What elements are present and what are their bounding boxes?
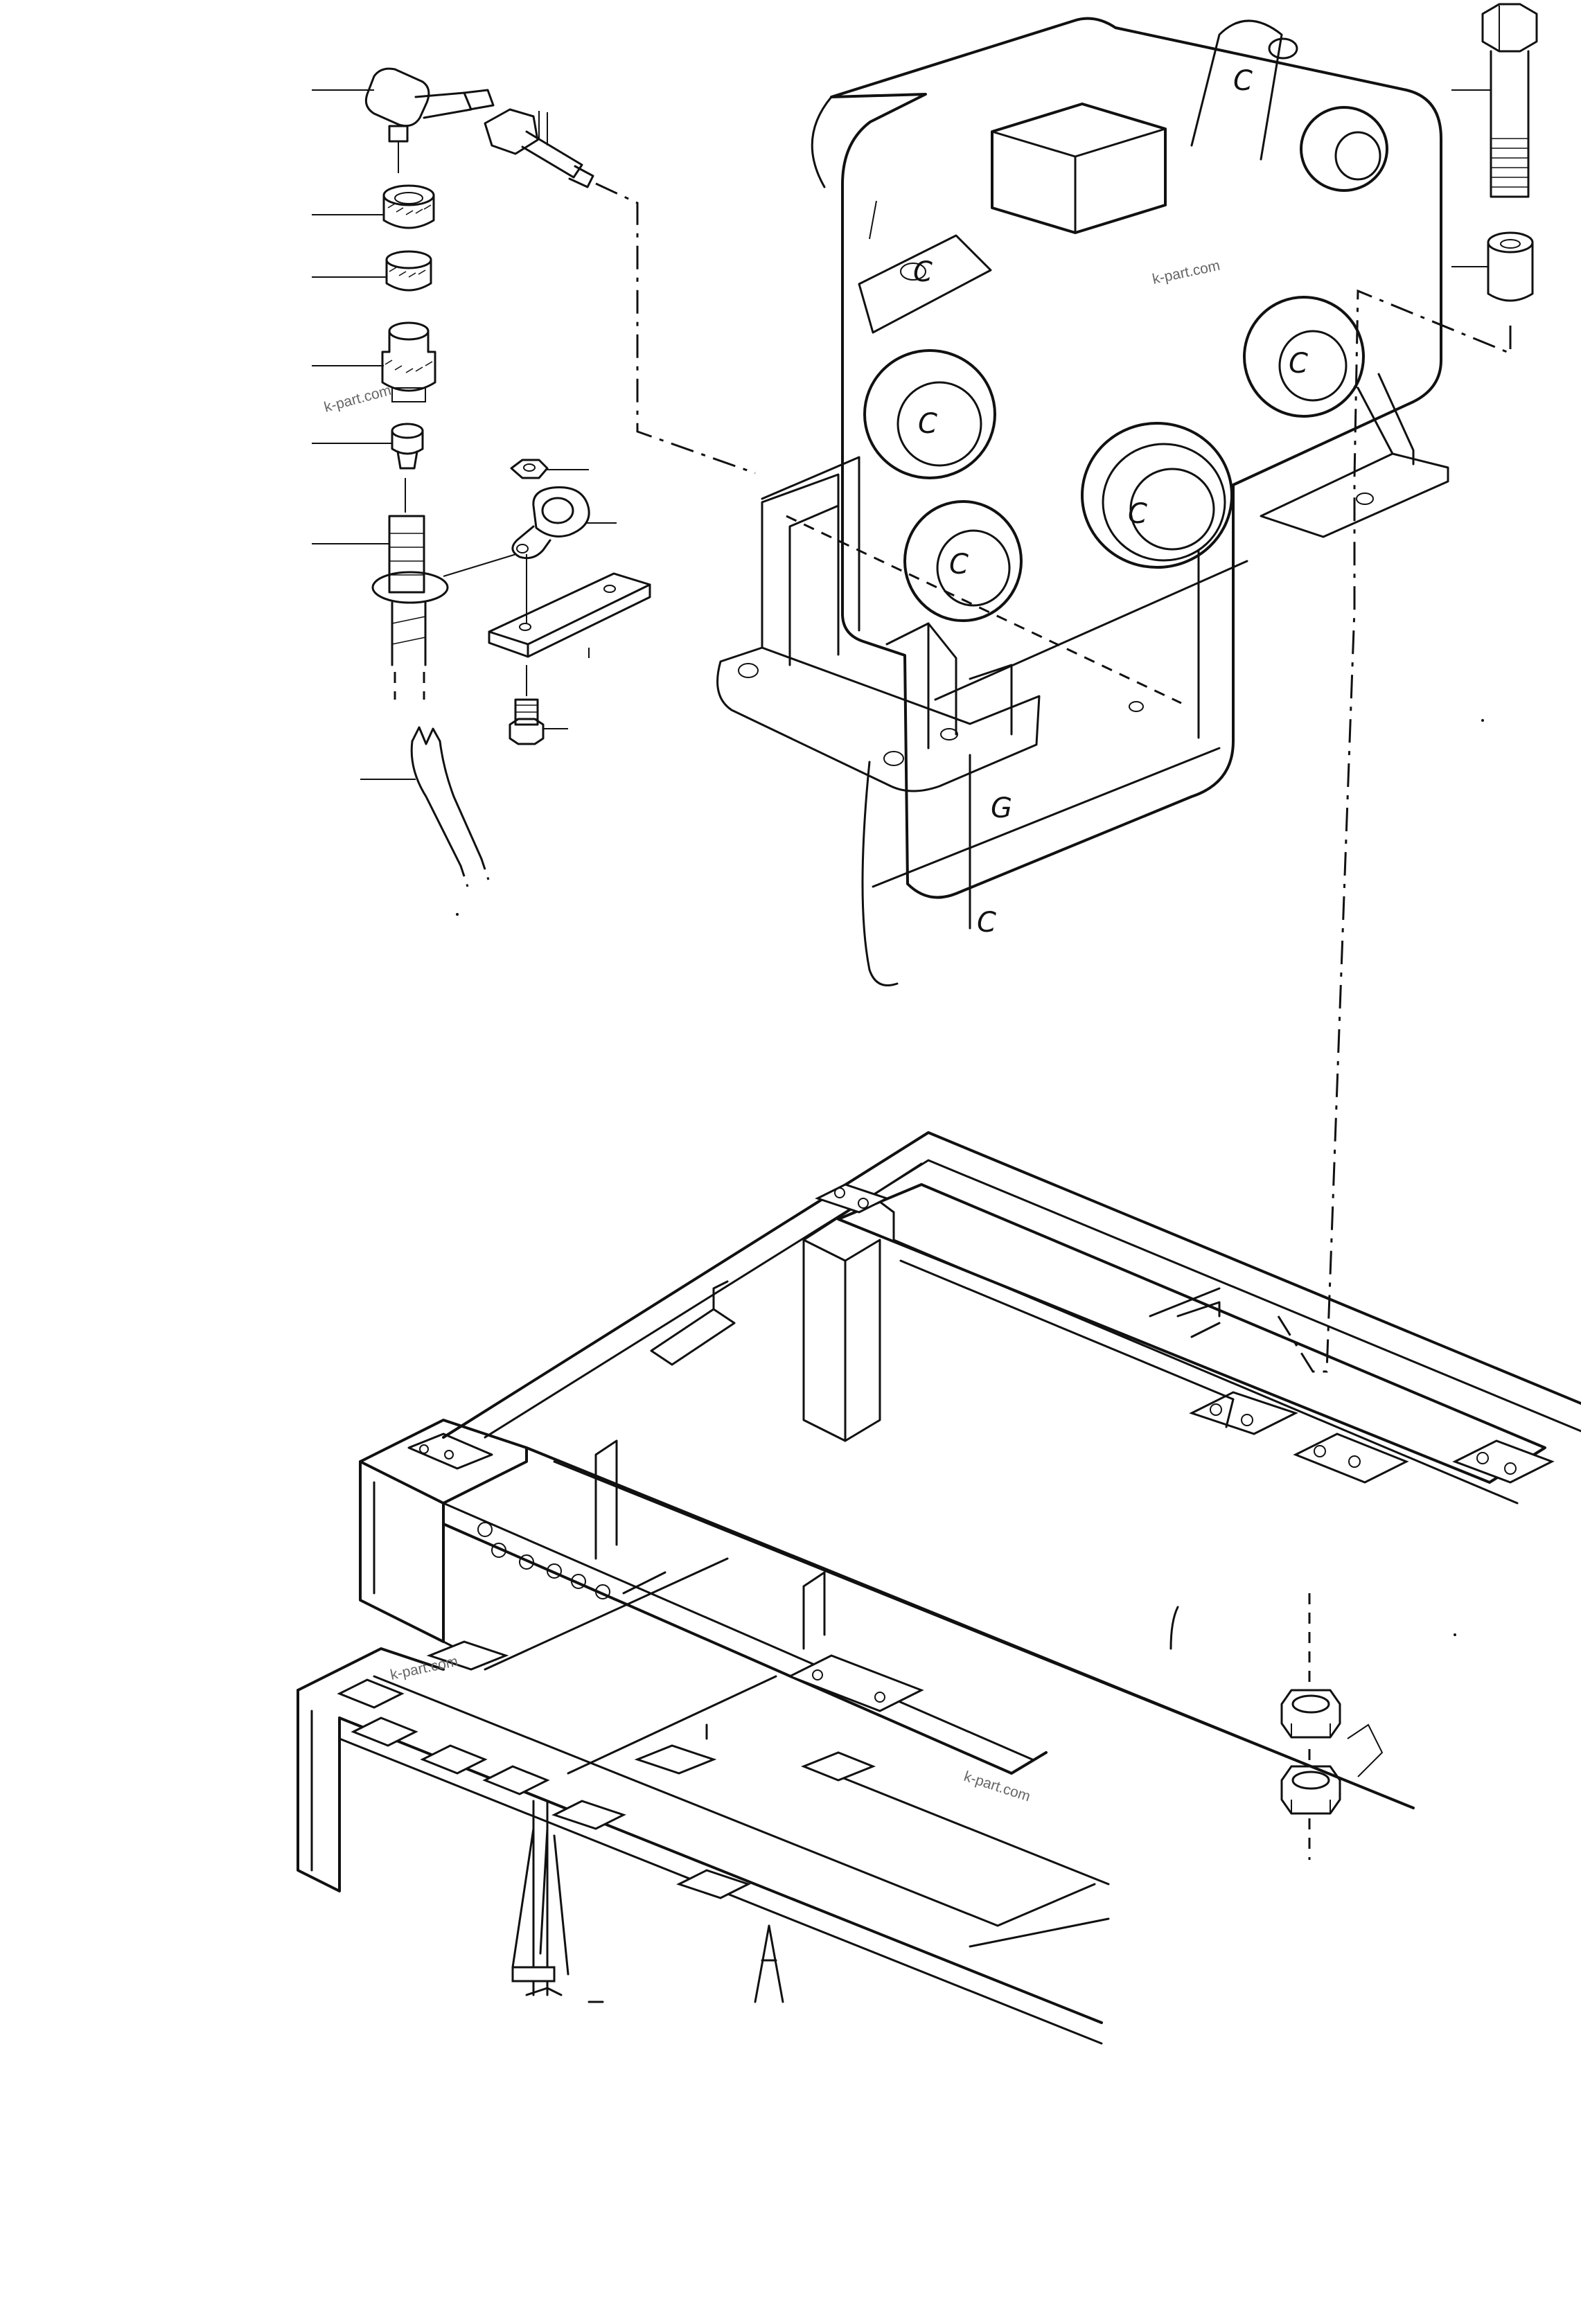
cast-mark: C — [1128, 498, 1147, 530]
cast-mark: C — [949, 549, 969, 580]
hose-fitting-assembly — [312, 67, 756, 887]
gearbox-housing: C C C C C C G C — [716, 17, 1449, 986]
clamp-plate — [488, 572, 651, 658]
mounting-bolt — [1451, 3, 1538, 198]
clamp-bolt — [509, 698, 545, 745]
elbow-fitting — [364, 67, 495, 173]
assembly-line-bolt — [1277, 289, 1512, 1373]
housing-foot-right — [1260, 373, 1449, 538]
hose — [371, 515, 449, 700]
assembly-line-fitting — [595, 182, 756, 474]
cast-mark: C — [913, 256, 933, 288]
lock-nut-upper — [1280, 1689, 1341, 1739]
lock-nut-lower — [1280, 1765, 1341, 1815]
adapter-body — [381, 321, 436, 402]
cast-mark: C — [1289, 348, 1308, 380]
frame-legs — [511, 1800, 784, 2003]
sleeve-ring — [385, 250, 432, 292]
cast-mark: C — [1233, 65, 1253, 97]
lower-mount-pads — [337, 1640, 924, 1899]
compression-nut — [382, 184, 435, 229]
clamp-nut — [510, 459, 549, 479]
watermark: k-part.com — [1151, 258, 1221, 287]
callout-leaders-left — [312, 89, 617, 780]
hose-clamp — [443, 486, 590, 577]
beam-bolt-holes — [477, 1522, 610, 1599]
watermark: k-part.com — [322, 382, 393, 416]
cast-mark: G — [991, 792, 1012, 824]
watermark: k-part.com — [389, 1653, 459, 1683]
straight-connector — [484, 108, 594, 188]
bolt-spacer — [1451, 231, 1534, 302]
frame-mount-pads — [815, 1183, 1555, 1484]
housing-foot-left — [716, 473, 1041, 792]
base-frame — [297, 1131, 1581, 2045]
watermark: k-part.com — [962, 1768, 1032, 1805]
cast-mark: C — [977, 907, 996, 939]
hose-end — [410, 726, 490, 887]
cast-mark: C — [918, 408, 937, 440]
hose-insert — [391, 423, 424, 470]
